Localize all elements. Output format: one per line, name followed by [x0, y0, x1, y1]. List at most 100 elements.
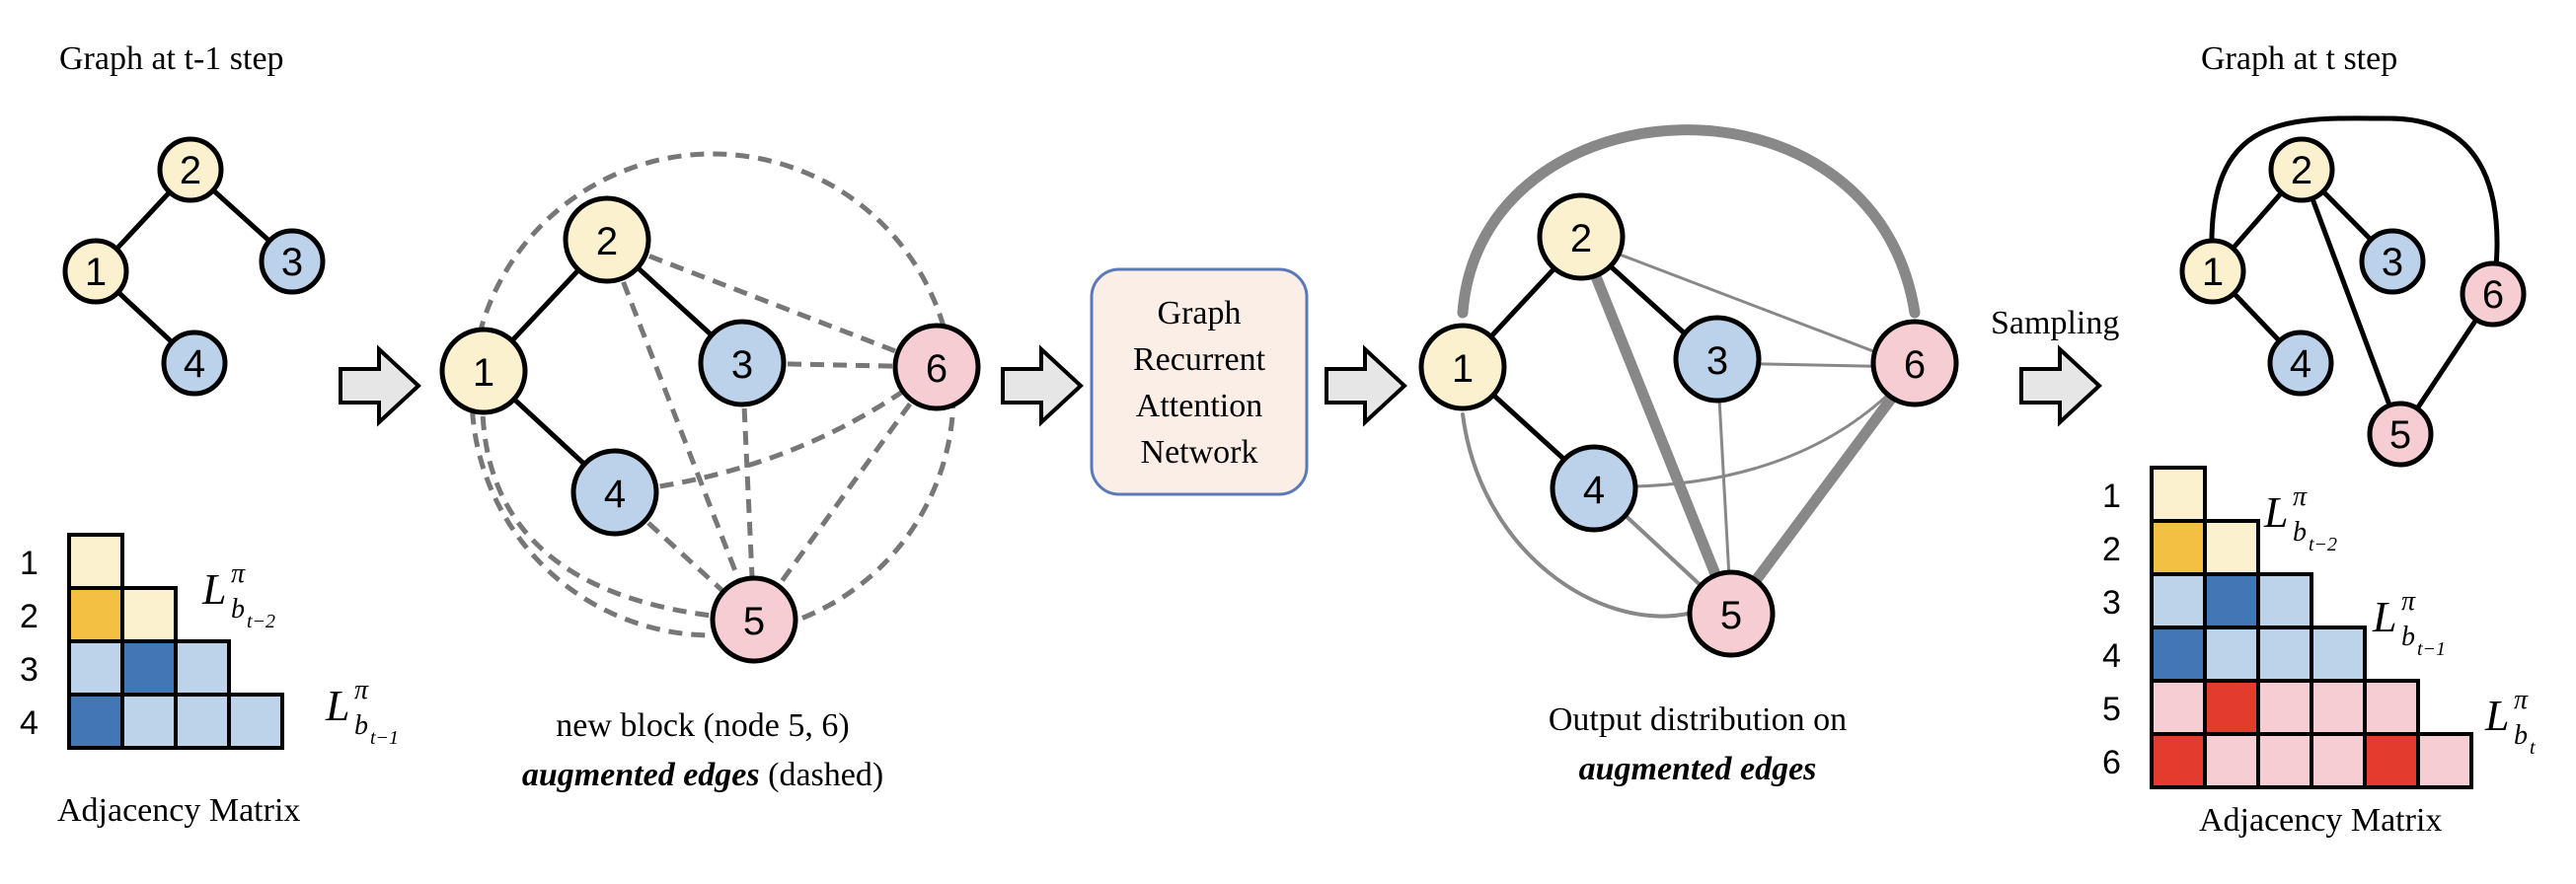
- node-3: 3: [1673, 315, 1762, 404]
- matrix-row-labels-left: 1 2 3 4: [20, 545, 38, 742]
- node-3: 3: [698, 319, 787, 407]
- svg-text:4: 4: [184, 342, 205, 386]
- node-2: 2: [563, 195, 651, 284]
- nodes-left: 1 2 3 4: [62, 136, 326, 397]
- node-1: 1: [2179, 238, 2246, 305]
- svg-text:6: 6: [2102, 744, 2121, 781]
- svg-text:3: 3: [2382, 241, 2403, 284]
- svg-text:1: 1: [2102, 478, 2121, 515]
- node-4: 4: [2267, 330, 2334, 397]
- svg-text:Graph: Graph: [1158, 295, 1242, 332]
- node-1: 1: [439, 327, 528, 415]
- svg-text:L: L: [325, 682, 349, 730]
- graph-right: 1 2 3 4 5 6: [2179, 115, 2527, 468]
- node-5: 5: [2367, 401, 2434, 468]
- node-4: 4: [570, 448, 659, 537]
- svg-text:4: 4: [2102, 637, 2121, 675]
- svg-text:t−1: t−1: [2417, 638, 2446, 660]
- svg-text:π: π: [2514, 685, 2529, 715]
- svg-text:6: 6: [1904, 343, 1926, 387]
- svg-text:t: t: [2530, 737, 2536, 759]
- svg-text:b: b: [354, 710, 368, 741]
- svg-text:π: π: [231, 558, 246, 589]
- svg-text:5: 5: [743, 600, 765, 643]
- svg-text:b: b: [2293, 517, 2307, 548]
- svg-text:2: 2: [180, 149, 201, 192]
- middle-caption-line1: new block (node 5, 6): [556, 707, 849, 744]
- node-4: 4: [1550, 444, 1638, 533]
- block-label-left-t1: L π b t−1: [325, 675, 399, 749]
- svg-text:4: 4: [20, 704, 38, 742]
- svg-text:Attention: Attention: [1136, 388, 1262, 424]
- svg-text:L: L: [201, 565, 226, 614]
- svg-text:2: 2: [2102, 531, 2121, 568]
- nodes-right: 1 2 3 4 5 6: [2179, 136, 2527, 468]
- svg-text:4: 4: [2290, 342, 2311, 386]
- svg-text:6: 6: [2482, 273, 2504, 317]
- middle-caption-line2: augmented edges (dashed): [522, 757, 883, 793]
- block-label-left-t2: L π b t−2: [201, 558, 275, 632]
- svg-text:2: 2: [1570, 217, 1592, 260]
- svg-text:π: π: [2401, 586, 2416, 617]
- node-1: 1: [62, 238, 129, 305]
- svg-text:3: 3: [1706, 339, 1728, 383]
- node-3: 3: [2359, 228, 2426, 295]
- svg-text:3: 3: [281, 241, 303, 284]
- gran-box: Graph Recurrent Attention Network: [1090, 267, 1309, 496]
- svg-text:1: 1: [473, 351, 494, 395]
- svg-text:1: 1: [2202, 251, 2224, 294]
- svg-text:3: 3: [731, 343, 753, 387]
- adjacency-matrix-right: [2150, 466, 2473, 789]
- svg-text:4: 4: [604, 473, 626, 516]
- svg-text:2: 2: [596, 220, 618, 263]
- block-label-right-t1: L π b t−1: [2372, 586, 2446, 660]
- svg-text:5: 5: [2102, 691, 2121, 728]
- node-1: 1: [1418, 323, 1507, 411]
- svg-text:t−1: t−1: [370, 727, 399, 749]
- svg-text:L: L: [2484, 692, 2509, 740]
- block-label-right-t: L π b t: [2484, 685, 2536, 759]
- svg-text:π: π: [354, 675, 369, 705]
- node-2: 2: [1537, 192, 1626, 281]
- svg-text:t−2: t−2: [247, 611, 275, 632]
- svg-text:π: π: [2293, 481, 2308, 512]
- node-4: 4: [161, 330, 228, 397]
- matrix-row-labels-right: 1 2 3 4 5 6: [2102, 478, 2121, 781]
- svg-text:2: 2: [2291, 149, 2312, 192]
- svg-text:3: 3: [2102, 584, 2121, 622]
- flow-arrow-3: [1325, 344, 1407, 427]
- node-3: 3: [259, 228, 326, 295]
- sampling-label: Sampling: [1991, 305, 2119, 341]
- title-left: Graph at t-1 step: [59, 40, 284, 77]
- svg-text:b: b: [2401, 622, 2415, 652]
- flow-arrow-4: [2019, 344, 2102, 427]
- svg-text:L: L: [2263, 488, 2288, 537]
- svg-text:b: b: [2514, 720, 2528, 751]
- node-5: 5: [710, 575, 798, 664]
- graph-output-distribution: 1 2 3 4 5 6: [1418, 124, 1959, 658]
- svg-text:1: 1: [20, 545, 38, 582]
- node-6: 6: [2460, 260, 2527, 328]
- svg-text:b: b: [231, 594, 245, 625]
- svg-text:3: 3: [20, 651, 38, 689]
- node-5: 5: [1687, 569, 1776, 658]
- graph-middle: 1 2 3 4 5 6: [439, 151, 981, 664]
- svg-text:Network: Network: [1141, 434, 1258, 471]
- probability-edges: [1457, 124, 1921, 620]
- nodes-output: 1 2 3 4 5 6: [1418, 192, 1959, 658]
- svg-text:Recurrent: Recurrent: [1133, 341, 1266, 378]
- svg-text:5: 5: [1720, 594, 1742, 637]
- block-label-right-t2: L π b t−2: [2263, 481, 2337, 555]
- svg-text:2: 2: [20, 598, 38, 635]
- node-2: 2: [157, 136, 224, 203]
- node-6: 6: [1870, 319, 1959, 407]
- svg-text:6: 6: [926, 347, 947, 391]
- flow-arrow-1: [339, 344, 421, 427]
- svg-text:4: 4: [1583, 469, 1605, 512]
- output-caption-line1: Output distribution on: [1549, 701, 1847, 738]
- svg-text:1: 1: [1452, 347, 1474, 391]
- title-right: Graph at t step: [2201, 40, 2397, 77]
- adjacency-matrix-left: [67, 533, 284, 750]
- svg-text:1: 1: [85, 251, 107, 294]
